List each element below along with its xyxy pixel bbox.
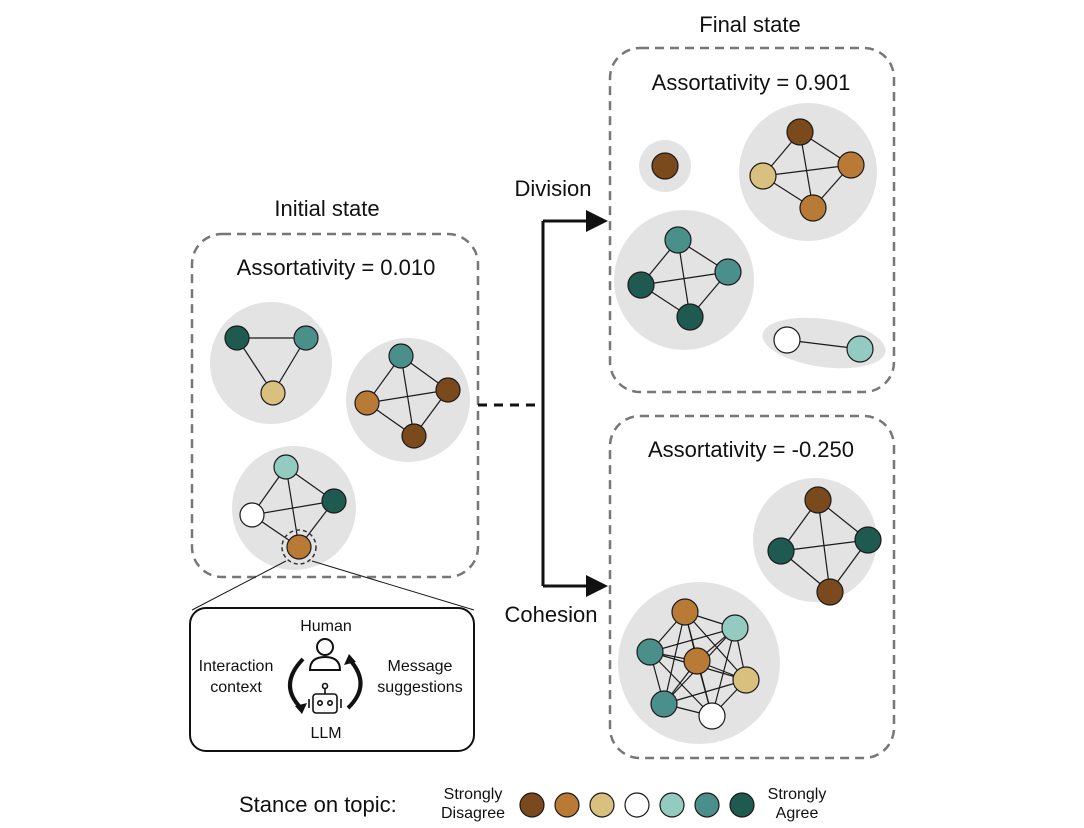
right-arrowhead — [344, 654, 356, 665]
node — [651, 152, 679, 180]
node — [714, 258, 742, 286]
legend-swatch — [554, 792, 580, 818]
initial-group-quad — [346, 338, 470, 462]
node — [698, 702, 726, 730]
node — [239, 502, 265, 528]
node — [854, 526, 882, 554]
zoom-line-left — [191, 560, 287, 611]
node — [636, 638, 664, 666]
llm-label: LLM — [310, 725, 341, 742]
node — [767, 537, 795, 565]
node — [388, 343, 414, 369]
node — [321, 488, 347, 514]
node — [401, 423, 427, 449]
division-panel — [608, 46, 896, 394]
legend-right-line1: Strongly — [768, 786, 827, 803]
node — [773, 326, 801, 354]
interaction-context-line1: Interaction — [199, 658, 274, 675]
legend-swatch — [519, 792, 545, 818]
cohesion-label: Cohesion — [505, 602, 598, 627]
node — [664, 226, 692, 254]
node — [650, 690, 678, 718]
node — [721, 614, 749, 642]
initial-group-triangle — [210, 302, 332, 424]
cohesion-panel — [608, 414, 896, 760]
final-state-title: Final state — [699, 12, 801, 37]
legend-swatch — [624, 792, 650, 818]
division-group-brown — [739, 103, 877, 241]
interaction-detail-box — [189, 607, 475, 752]
node — [683, 647, 711, 675]
initial-state-title: Initial state — [274, 196, 379, 221]
node — [293, 325, 319, 351]
node — [837, 151, 865, 179]
legend-swatch — [589, 792, 615, 818]
legend-swatch — [659, 792, 685, 818]
human-label: Human — [300, 618, 352, 635]
initial-assortativity: Assortativity = 0.010 — [237, 255, 436, 280]
node — [676, 303, 704, 331]
left-arrowhead — [295, 703, 307, 714]
node — [804, 486, 832, 514]
legend-swatch — [729, 792, 755, 818]
division-arrowhead — [586, 210, 608, 232]
node — [260, 380, 286, 406]
node — [435, 377, 461, 403]
division-assortativity: Assortativity = 0.901 — [652, 70, 851, 95]
node — [799, 194, 827, 222]
right-curved-arrow — [346, 658, 363, 710]
division-label: Division — [514, 176, 591, 201]
zoom-line-right — [311, 560, 475, 611]
person-icon — [308, 638, 342, 671]
legend-right-line2: Agree — [776, 805, 819, 822]
cohesion-group-quad — [753, 478, 882, 606]
node — [816, 578, 844, 606]
node — [846, 335, 874, 363]
node — [732, 666, 760, 694]
division-group-teal — [614, 210, 754, 350]
legend-title: Stance on topic: — [239, 792, 397, 817]
cohesion-arrowhead — [586, 575, 608, 597]
node — [273, 454, 299, 480]
highlighted-node — [286, 534, 312, 560]
node — [627, 271, 655, 299]
initial-panel — [190, 232, 480, 579]
message-suggestions-line2: suggestions — [377, 679, 462, 696]
message-suggestions-line1: Message — [388, 658, 453, 675]
legend-swatches — [519, 792, 755, 818]
node — [224, 325, 250, 351]
division-group-pair — [762, 317, 886, 369]
cohesion-assortativity: Assortativity = -0.250 — [648, 437, 854, 462]
robot-icon — [308, 682, 342, 714]
node — [354, 390, 380, 416]
legend-left-line1: Strongly — [444, 786, 503, 803]
node — [749, 162, 777, 190]
node — [671, 598, 699, 626]
highlight-ring — [281, 529, 317, 565]
interaction-context-line2: context — [210, 679, 262, 696]
cohesion-group-cluster — [618, 582, 780, 744]
division-group-single — [639, 140, 691, 192]
legend-left-line2: Disagree — [441, 805, 505, 822]
left-curved-arrow — [288, 657, 305, 710]
initial-group-highlighted — [232, 446, 356, 570]
node — [786, 118, 814, 146]
legend-swatch — [694, 792, 720, 818]
